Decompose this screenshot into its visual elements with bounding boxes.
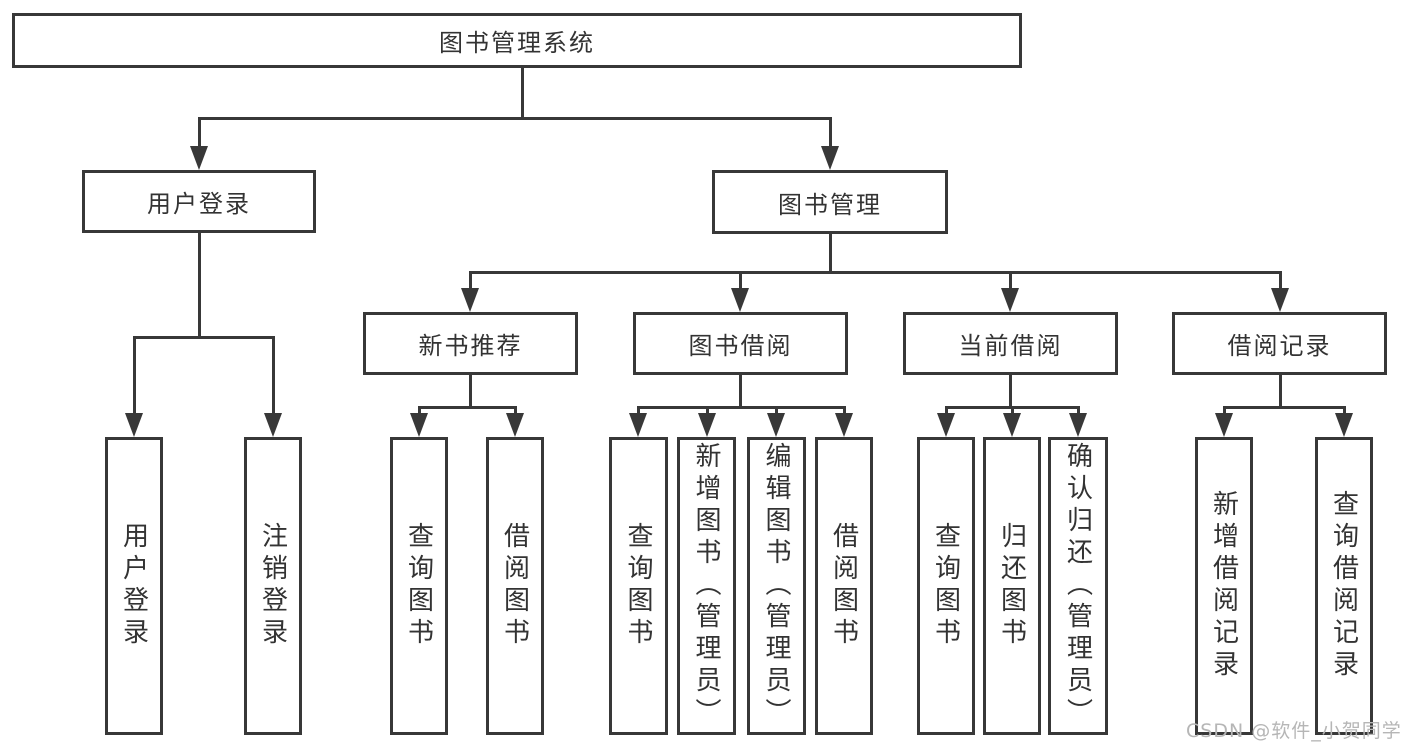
node-user-login: 用户登录 [82,170,316,233]
arrowhead-icon [125,413,143,437]
node-label: 借阅图书 [499,522,530,650]
node-label: 图书借阅 [688,332,793,360]
connector-stem-user-login [197,233,201,339]
node-leaf-bb-query-book: 查询图书 [609,437,668,735]
connector-branch-book-management [1008,272,1012,292]
connector-branch-user-login [132,337,136,417]
connector-bus-book-borrowing [636,405,846,409]
arrowhead-icon [767,413,785,437]
node-label: 图书管理 [778,190,882,219]
connector-branch-user-login [271,337,275,417]
connector-bus-root [197,116,832,120]
connector-branch-book-management [468,272,472,292]
arrowhead-icon [937,413,955,437]
connector-bus-borrowing-records [1222,405,1346,409]
connector-branch-borrowing-records [1342,407,1346,417]
node-leaf-bb-add-book: 新增图书（管理员） [677,437,736,735]
connector-branch-current-borrowing [944,407,948,417]
node-label: 当前借阅 [958,332,1063,360]
node-label: 图书管理系统 [439,29,595,57]
node-leaf-br-query-record: 查询借阅记录 [1315,437,1373,735]
node-label: 查询借阅记录 [1328,490,1359,682]
arrowhead-icon [835,413,853,437]
node-root: 图书管理系统 [12,13,1022,68]
connector-branch-book-borrowing [636,407,640,417]
connector-bus-book-management [468,270,1282,274]
arrowhead-icon [821,146,839,170]
connector-bus-new-book-recommend [417,405,517,409]
connector-branch-book-borrowing [774,407,778,417]
connector-stem-borrowing-records [1278,375,1282,409]
arrowhead-icon [506,413,524,437]
node-leaf-cb-return-book: 归还图书 [983,437,1041,735]
node-leaf-nb-query-book: 查询图书 [390,437,448,735]
node-label: 用户登录 [118,522,149,650]
connector-branch-root [828,118,832,150]
node-leaf-nb-borrow-book: 借阅图书 [486,437,544,735]
connector-branch-current-borrowing [1010,407,1014,417]
node-leaf-cb-query-book: 查询图书 [917,437,975,735]
arrowhead-icon [264,413,282,437]
connector-branch-new-book-recommend [513,407,517,417]
connector-branch-book-borrowing [842,407,846,417]
arrowhead-icon [1215,413,1233,437]
arrowhead-icon [1335,413,1353,437]
node-label: 新书推荐 [418,332,523,360]
connector-branch-book-borrowing [705,407,709,417]
node-label: 注销登录 [257,522,288,650]
node-label: 借阅记录 [1227,332,1332,360]
arrowhead-icon [190,146,208,170]
connector-stem-current-borrowing [1008,375,1012,409]
connector-stem-root [520,68,524,120]
connector-stem-book-borrowing [738,375,742,409]
arrowhead-icon [1001,288,1019,312]
arrowhead-icon [698,413,716,437]
node-label: 查询图书 [623,522,653,650]
node-new-book-recommend: 新书推荐 [363,312,578,375]
node-label: 新增图书（管理员） [691,442,721,730]
node-label: 借阅图书 [828,522,859,650]
node-label: 查询图书 [930,522,961,650]
connector-branch-root [197,118,201,150]
arrowhead-icon [1003,413,1021,437]
connector-branch-book-management [1278,272,1282,292]
connector-bus-user-login [132,335,275,339]
connector-branch-borrowing-records [1222,407,1226,417]
node-leaf-logout: 注销登录 [244,437,302,735]
arrowhead-icon [629,413,647,437]
arrowhead-icon [1069,413,1087,437]
node-book-management: 图书管理 [712,170,948,234]
node-book-borrowing: 图书借阅 [633,312,848,375]
arrowhead-icon [461,288,479,312]
node-leaf-cb-confirm: 确认归还（管理员） [1048,437,1108,735]
node-label: 编辑图书（管理员） [761,442,791,730]
connector-branch-new-book-recommend [417,407,421,417]
arrowhead-icon [410,413,428,437]
node-leaf-bb-edit-book: 编辑图书（管理员） [747,437,806,735]
node-leaf-br-add-record: 新增借阅记录 [1195,437,1253,735]
node-label: 用户登录 [147,190,251,218]
node-label: 新增借阅记录 [1208,490,1239,682]
node-borrowing-records: 借阅记录 [1172,312,1387,375]
watermark: CSDN @软件_小贺同学 [1186,720,1402,742]
node-leaf-bb-borrow-book: 借阅图书 [815,437,873,735]
node-leaf-user-login: 用户登录 [105,437,163,735]
node-label: 确认归还（管理员） [1062,442,1093,730]
node-label: 查询图书 [403,522,434,650]
connector-stem-book-management [828,234,832,274]
arrowhead-icon [1271,288,1289,312]
node-label: 归还图书 [996,522,1027,650]
arrowhead-icon [731,288,749,312]
connector-branch-current-borrowing [1076,407,1080,417]
connector-branch-book-management [738,272,742,292]
node-current-borrowing: 当前借阅 [903,312,1118,375]
connector-stem-new-book-recommend [468,375,472,409]
